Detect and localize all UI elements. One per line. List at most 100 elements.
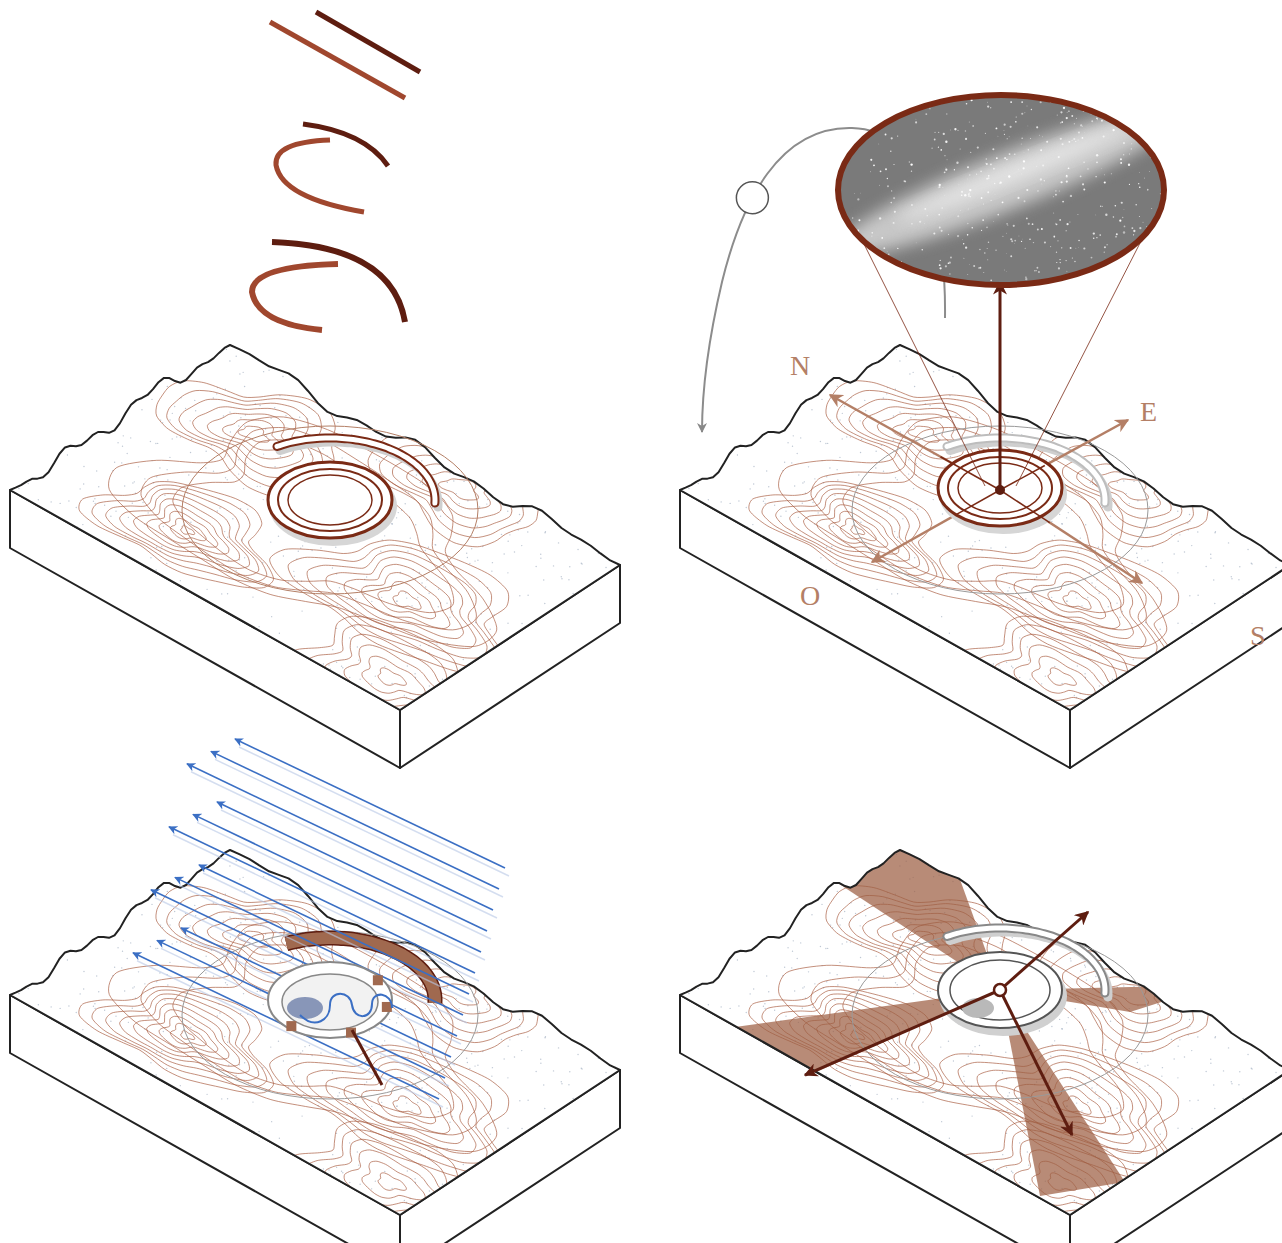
star (1042, 165, 1044, 167)
contour-line (325, 1139, 463, 1220)
stipple-dot (155, 1074, 156, 1075)
star (963, 258, 964, 259)
star (845, 234, 847, 236)
star (1041, 136, 1043, 138)
star (990, 280, 992, 282)
star (893, 222, 895, 224)
star (1002, 201, 1004, 203)
stipple-dot (194, 905, 195, 906)
star (1000, 182, 1002, 184)
star (1147, 96, 1148, 97)
stipple-dot (304, 1046, 305, 1047)
stipple-dot (166, 1068, 167, 1069)
stipple-dot (299, 416, 300, 417)
contour-line (1032, 656, 1095, 695)
stipple-dot (166, 563, 167, 564)
star (1123, 142, 1125, 144)
stipple-dot (831, 546, 832, 547)
star (1007, 225, 1008, 226)
stipple-dot (224, 1036, 225, 1037)
stipple-dot (166, 469, 167, 470)
star (887, 178, 888, 179)
stipple-dot (1051, 597, 1052, 598)
contour-line (952, 616, 1166, 737)
stipple-dot (1077, 665, 1078, 666)
stipple-dot (375, 675, 376, 676)
stipple-dot (436, 643, 437, 644)
stipple-dot (1149, 506, 1150, 507)
stipple-dot (150, 441, 151, 442)
star (869, 113, 870, 114)
star (835, 247, 837, 249)
star (956, 162, 958, 164)
stipple-dot (156, 546, 157, 547)
stipple-dot (1062, 523, 1063, 524)
stipple-dot (194, 400, 195, 401)
stipple-dot (195, 410, 196, 411)
stipple-dot (490, 629, 491, 630)
sky-frame (838, 95, 1164, 285)
stipple-dot (190, 452, 191, 453)
contour-line (779, 417, 1167, 647)
stipple-dot (94, 498, 95, 499)
star (934, 139, 936, 141)
stipple-dot (229, 865, 230, 866)
stipple-dot (1010, 918, 1011, 919)
star (915, 118, 917, 120)
stipple-dot (229, 916, 230, 917)
stipple-dot (405, 592, 406, 593)
stipple-dot (124, 990, 125, 991)
stipple-dot (447, 482, 448, 483)
stipple-dot (837, 386, 838, 387)
star (1082, 183, 1084, 185)
stipple-dot (787, 442, 788, 443)
star (1154, 111, 1156, 113)
stipple-dot (407, 1170, 408, 1171)
stipple-dot (259, 910, 260, 911)
stipple-dot (339, 587, 340, 588)
star (894, 211, 896, 213)
star (1066, 175, 1068, 177)
stipple-dot (914, 425, 915, 426)
stipple-dot (59, 1008, 60, 1009)
star (1023, 160, 1025, 162)
stipple-dot (274, 407, 275, 408)
star (1078, 132, 1080, 134)
star (850, 272, 852, 274)
stipple-dot (883, 470, 884, 471)
stipple-dot (151, 904, 152, 905)
star (1089, 97, 1090, 98)
stipple-dot (298, 551, 299, 552)
stipple-dot (1215, 531, 1216, 532)
stipple-dot (949, 633, 950, 634)
star (987, 191, 989, 193)
star (1120, 158, 1122, 160)
stipple-dot (205, 956, 206, 957)
stipple-dot (397, 1105, 398, 1106)
milky-way-core (893, 115, 1141, 229)
star (946, 159, 948, 161)
contour-line (1032, 573, 1120, 629)
star (1077, 214, 1078, 215)
star (1097, 119, 1099, 121)
contour-line (1063, 591, 1091, 609)
star (842, 276, 843, 277)
star (1021, 144, 1022, 145)
stipple-dot (1061, 523, 1062, 524)
star (1113, 129, 1115, 131)
star (944, 195, 946, 197)
stipple-dot (270, 1046, 271, 1047)
stipple-dot (463, 1164, 464, 1165)
stipple-dot (96, 470, 97, 471)
star (1058, 156, 1060, 158)
stipple-dot (891, 593, 892, 594)
stipple-dot (1051, 437, 1052, 438)
stipple-dot (793, 435, 794, 436)
stipple-dot (1238, 579, 1239, 580)
stipple-dot (827, 443, 828, 444)
stipple-dot (1136, 553, 1137, 554)
stipple-dot (1025, 598, 1026, 599)
stipple-dot (50, 501, 51, 502)
star (949, 273, 951, 275)
star (1062, 201, 1064, 203)
